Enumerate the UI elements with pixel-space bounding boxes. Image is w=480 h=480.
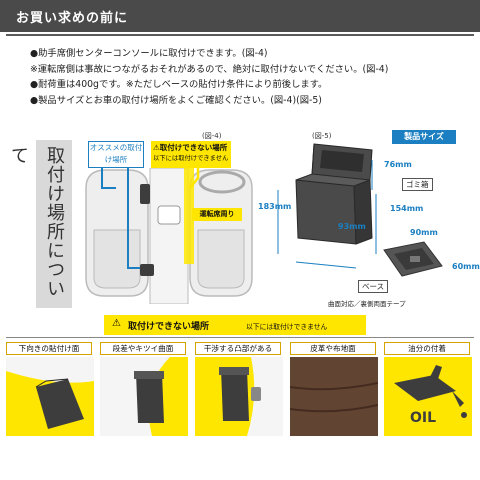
dim-side: 154mm (390, 204, 424, 213)
not-install-banner: ⚠ 取付けできない場所 以下には取付けできません (104, 315, 366, 335)
base-label: ベース (358, 280, 389, 293)
section-title: 取付け場所について (8, 146, 65, 298)
warning-icon: ⚠ (153, 143, 160, 152)
panel-step-curve: 段差やキツイ曲面 (100, 342, 188, 436)
panel-protrusion: 干渉する凸部がある (195, 342, 283, 436)
note-item: ※運転席側は事故につながるおそれがあるので、絶対に取付けないでください。(図-4… (30, 63, 389, 75)
dim-width: 93mm (338, 222, 366, 231)
panel-leather-fabric: 皮革や布地面 (290, 342, 378, 436)
notes-list: ●助手席側センターコンソールに取付けできます。(図-4) ※運転席側は事故につな… (30, 46, 470, 108)
figure4-label: (図-4) (202, 132, 222, 140)
trash-box-label: ゴミ箱 (402, 178, 433, 191)
protrusion-image (195, 357, 283, 436)
section-title-panel: 取付け場所について (8, 140, 72, 308)
note-item: ●助手席側センターコンソールに取付けできます。(図-4) (30, 48, 268, 59)
dim-base-width: 90mm (410, 228, 438, 237)
not-allowed-callout: ⚠取付けできない場所 以下には取付けできません (151, 141, 231, 168)
panel-downward-surface: 下向きの貼付け面 (6, 342, 94, 436)
dim-height: 183mm (258, 202, 292, 211)
header-divider (6, 34, 474, 36)
panel-label: 干渉する凸部がある (195, 342, 281, 355)
panel-label: 下向きの貼付け面 (6, 342, 92, 355)
note-item: ●耐荷重は400gです。※ただしベースの貼付け条件により前後します。 (30, 79, 328, 90)
not-install-subtitle: 以下には取付けできません (246, 323, 328, 331)
panel-label: 段差やキツイ曲面 (100, 342, 186, 355)
leather-fabric-image (290, 357, 378, 436)
recommended-text: オススメの取付け場所 (89, 143, 143, 164)
header-bar: お買い求めの前に (0, 0, 480, 32)
product-size-tag: 製品サイズ (392, 130, 456, 144)
trash-box-illustration (295, 143, 373, 245)
figure5-label: (図-5) (312, 132, 332, 140)
driver-area-tag: 運転席周り (192, 208, 242, 221)
dimension-lines (277, 160, 377, 269)
panel-oil: 油分の付着 OIL (384, 342, 472, 436)
not-allowed-title: 取付けできない場所 (159, 143, 228, 152)
panel-label: 油分の付着 (384, 342, 470, 355)
downward-surface-image (6, 357, 94, 436)
tape-note: 曲面対応／裏側両面テープ (328, 300, 406, 308)
dim-base-height: 60mm (452, 262, 480, 271)
dim-depth: 76mm (384, 160, 412, 169)
page-title: お買い求めの前に (16, 11, 129, 26)
recommended-callout: オススメの取付け場所 (88, 141, 144, 168)
warning-icon: ⚠ (112, 318, 121, 329)
base-illustration (383, 241, 443, 277)
car-interior-illustration (78, 168, 258, 304)
not-allowed-subtitle: 以下には取付けできません (153, 155, 229, 162)
oil-text: OIL (410, 410, 437, 426)
not-install-divider (6, 337, 474, 338)
oil-can-icon (384, 357, 472, 436)
not-install-title: 取付けできない場所 (128, 322, 210, 332)
panel-label: 皮革や布地面 (290, 342, 376, 355)
step-curve-image (100, 357, 188, 436)
note-item: ●製品サイズとお車の取付け場所をよくご確認ください。(図-4)(図-5) (30, 94, 322, 106)
